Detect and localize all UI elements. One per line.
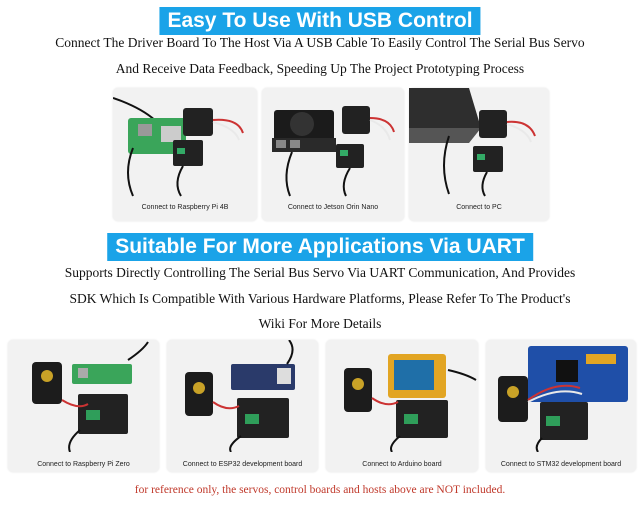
raspberry-pi-4b-photo [113,97,244,197]
usb-description-line-1: Connect The Driver Board To The Host Via… [55,35,585,50]
card-caption: Connect to Raspberry Pi Zero [37,461,130,468]
usb-section-title: Easy To Use With USB Control [159,7,481,35]
card-caption: Connect to Jetson Orin Nano [287,204,379,211]
uart-description-line-1: Supports Directly Controlling The Serial… [64,265,576,280]
jetson-orin-nano-photo [272,106,395,197]
card-arduino: Connect to Arduino board [326,340,478,472]
esp32-board-photo [185,340,295,452]
pc-laptop-photo [409,88,536,197]
card-caption: Connect to Arduino board [362,461,442,468]
card-caption: Connect to PC [456,204,502,211]
card-raspberry-pi-zero: Connect to Raspberry Pi Zero [8,340,159,472]
card-caption: Connect to Raspberry Pi 4B [141,204,229,211]
uart-description-line-3: Wiki For More Details [258,316,382,331]
stm32-board-photo [498,346,628,452]
card-caption: Connect to STM32 development board [500,461,622,468]
card-stm32: Connect to STM32 development board [486,340,636,472]
card-caption: Connect to ESP32 development board [182,461,303,468]
arduino-board-photo [344,354,477,452]
disclaimer-note: for reference only, the servos, control … [134,484,506,496]
card-raspberry-pi-4b: Connect to Raspberry Pi 4B [113,88,257,221]
uart-section-title: Suitable For More Applications Via UART [107,233,533,261]
card-pc: Connect to PC [409,88,549,221]
card-esp32: Connect to ESP32 development board [167,340,318,472]
usb-description-line-2: And Receive Data Feedback, Speeding Up T… [115,61,525,76]
card-jetson-orin-nano: Connect to Jetson Orin Nano [262,88,404,221]
raspberry-pi-zero-photo [32,341,149,452]
uart-description-line-2: SDK Which Is Compatible With Various Har… [69,291,571,306]
